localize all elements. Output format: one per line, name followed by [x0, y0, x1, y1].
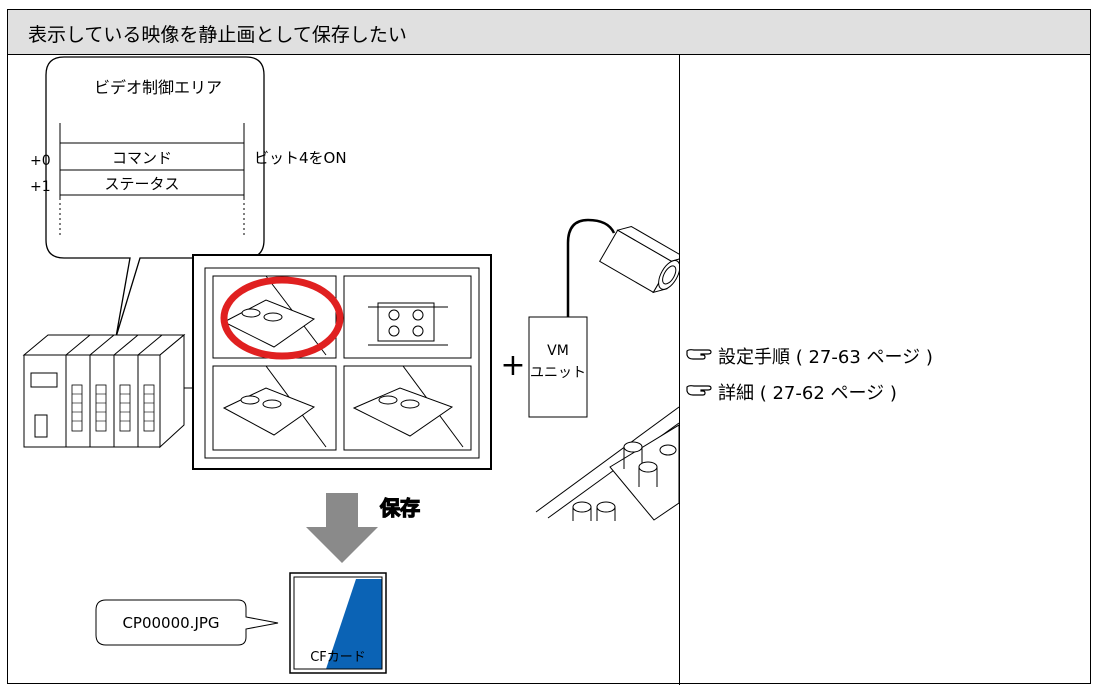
vm-unit: VM ユニット: [528, 316, 588, 418]
filename-callout: CP00000.JPG: [95, 599, 279, 646]
diagram-panel: ビデオ制御エリア +0 コマンド +1 ステータス ビット4をON: [8, 55, 687, 685]
reference-setup-steps[interactable]: 設定手順 ( 27-63 ページ ): [686, 338, 933, 374]
display-panel: [192, 254, 492, 470]
filename: CP00000.JPG: [122, 614, 219, 632]
plc-icon: [22, 333, 186, 449]
save-arrow-icon: [306, 493, 378, 563]
background-board-illustration: [535, 406, 680, 521]
row-label: ステータス: [104, 175, 179, 193]
pointing-hand-icon: [686, 346, 712, 367]
vm-unit-line1: VM: [547, 343, 569, 359]
row-offset: +0: [30, 153, 51, 169]
reference-text: 設定手順 ( 27-63 ページ ): [718, 347, 933, 368]
row-offset: +1: [30, 179, 51, 195]
row-label: コマンド: [112, 149, 172, 167]
camera-cable: [566, 218, 616, 317]
reference-text: 詳細 ( 27-62 ページ ): [718, 383, 897, 404]
plus-sign: +: [500, 348, 525, 383]
bit-note: ビット4をON: [254, 149, 347, 167]
video-control-area-callout: ビデオ制御エリア +0 コマンド +1 ステータス ビット4をON: [30, 56, 347, 338]
callout-title: ビデオ制御エリア: [94, 78, 222, 97]
content-frame: 表示している映像を静止画として保存したい ビデオ制御エリア +0 コマンド +1…: [7, 9, 1091, 685]
pointing-hand-icon: [686, 382, 712, 403]
section-title: 表示している映像を静止画として保存したい: [28, 24, 407, 46]
cf-card-icon: CFカード: [289, 572, 387, 674]
reference-list: 設定手順 ( 27-63 ページ ) 詳細 ( 27-62 ページ ): [686, 338, 933, 410]
save-label: 保存: [379, 496, 420, 520]
vm-unit-line2: ユニット: [530, 365, 586, 381]
highlight-circle: [220, 276, 344, 360]
camera-icon: [599, 225, 687, 294]
column-divider: [679, 55, 680, 685]
cf-card-label: CFカード: [310, 650, 366, 665]
reference-details[interactable]: 詳細 ( 27-62 ページ ): [686, 374, 933, 410]
section-header: 表示している映像を静止画として保存したい: [8, 10, 1090, 55]
diagram-illustration: ビデオ制御エリア +0 コマンド +1 ステータス ビット4をON: [22, 56, 687, 674]
